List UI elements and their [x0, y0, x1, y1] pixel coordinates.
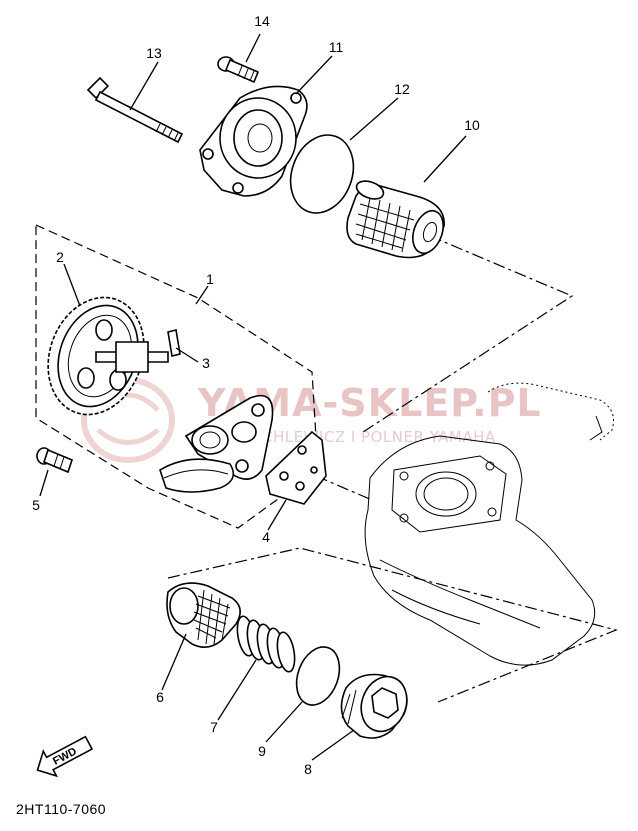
crankcase-outline — [364, 382, 614, 666]
part-10-oil-filter-element — [346, 180, 445, 259]
fwd-arrow-icon — [36, 735, 94, 778]
part-12-o-ring — [289, 134, 355, 214]
part-4-pump-gasket — [265, 430, 327, 505]
part-7-spring — [236, 615, 296, 673]
callout-1: 1 — [206, 271, 214, 287]
reference-lines — [167, 235, 618, 703]
callout-14: 14 — [254, 13, 270, 29]
part-2-pump-gear — [47, 296, 169, 416]
callout-7: 7 — [210, 719, 218, 735]
part-5-pump-bolt — [36, 447, 73, 474]
oil-pump-body — [159, 394, 274, 493]
part-6-oil-strainer — [166, 582, 241, 648]
part-9-o-ring — [295, 646, 341, 706]
callout-labels: 14 13 11 12 10 2 1 3 4 5 6 7 9 8 — [32, 13, 480, 777]
forward-direction-indicator: FWD — [36, 735, 94, 778]
part-8-drain-plug — [340, 673, 408, 739]
leader-lines — [39, 33, 467, 761]
fwd-label: FWD — [51, 745, 79, 767]
callout-11: 11 — [329, 39, 344, 55]
part-14-short-bolt — [217, 56, 260, 84]
callout-2: 2 — [56, 249, 64, 265]
callout-5: 5 — [32, 497, 40, 513]
part-3-dowel-pin — [167, 329, 181, 357]
callout-10: 10 — [464, 117, 480, 133]
callout-13: 13 — [146, 45, 162, 61]
callout-4: 4 — [262, 529, 270, 545]
callout-6: 6 — [156, 689, 164, 705]
oil-pump-assembly-boundary — [35, 224, 319, 529]
callout-3: 3 — [202, 355, 210, 371]
part-13-long-bolt — [86, 76, 184, 144]
callout-12: 12 — [394, 81, 410, 97]
callout-8: 8 — [304, 761, 312, 777]
watermark-sub-text: CHLEWICZ I POLNER YAMAHA — [262, 428, 496, 446]
callout-9: 9 — [258, 743, 266, 759]
diagram-code: 2HT110-7060 — [16, 801, 106, 817]
part-11-filter-cover — [199, 85, 308, 197]
